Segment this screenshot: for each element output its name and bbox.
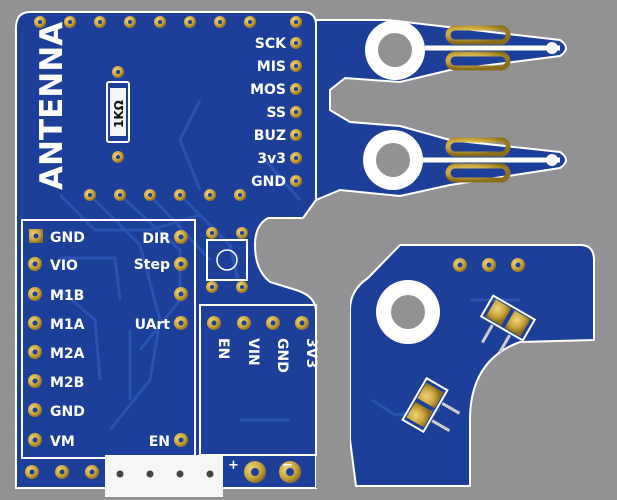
- driver-right-labels: DIR Step UArt EN: [134, 231, 171, 450]
- power-plus-label: +: [228, 458, 239, 473]
- driver-pin-label-m2b: M2B: [50, 375, 84, 391]
- driver-pin-label-dir: DIR: [142, 231, 170, 247]
- white-connector-block: [105, 455, 223, 497]
- driver-right-pins: [174, 230, 188, 447]
- driver-pin-label-m1b: M1B: [50, 288, 84, 304]
- pin-label-ss: SS: [266, 105, 286, 121]
- driver-pin-label-uart: UArt: [135, 317, 171, 333]
- bottom-header-pins-top-board: [84, 189, 246, 201]
- driver-pin-label-m1a: M1A: [50, 317, 85, 333]
- right-board-mounting-hole: [376, 280, 440, 344]
- top-board-right-pins: [290, 37, 302, 187]
- regulator-pin-label-3v3: 3V3: [303, 338, 319, 368]
- driver-left-pins: [28, 229, 43, 447]
- pushbutton-footprint: [206, 227, 248, 293]
- pin-label-mis: MIS: [257, 59, 286, 75]
- power-connector: + −: [228, 458, 301, 483]
- top-board-pin-labels: SCK MIS MOS SS BUZ 3v3 GND: [250, 36, 287, 190]
- bottom-header-pins: [25, 465, 99, 479]
- pin-label-3v3: 3v3: [257, 151, 286, 167]
- driver-left-labels: GND VIO M1B M1A M2A M2B GND VM: [50, 230, 85, 450]
- driver-pin-label-en: EN: [149, 434, 170, 450]
- regulator-labels: EN VIN GND 3V3: [215, 338, 319, 373]
- regulator-pin-label-en: EN: [215, 338, 231, 359]
- driver-pin-label-vio: VIO: [50, 258, 78, 274]
- antenna-label: ANTENNA: [34, 22, 70, 190]
- pin-label-sck: SCK: [255, 36, 287, 52]
- regulator-pin-label-gnd: GND: [274, 338, 290, 373]
- regulator-pin-label-vin: VIN: [245, 338, 261, 366]
- smd-component-upper: [479, 294, 537, 354]
- driver-pin-label-gnd: GND: [50, 230, 85, 246]
- resistor-label-text: 1KΩ: [112, 100, 126, 128]
- power-minus-label: −: [282, 458, 293, 473]
- driver-pin-label-m2a: M2A: [50, 346, 85, 362]
- top-header-pins: [34, 16, 302, 28]
- pin-label-buz: BUZ: [254, 128, 286, 144]
- right-board-header: [453, 258, 525, 272]
- pin-label-mos: MOS: [250, 82, 286, 98]
- smd-component-lower: [401, 376, 461, 434]
- lower-mounting-hole: [363, 130, 560, 190]
- upper-mounting-hole: [365, 20, 560, 80]
- traces: [58, 99, 520, 431]
- driver-pin-label-vm: VM: [50, 434, 75, 450]
- pin-label-gnd: GND: [251, 174, 286, 190]
- driver-pin-label-gnd2: GND: [50, 404, 85, 420]
- connector-pins: [116, 470, 214, 478]
- regulator-pins: [207, 316, 309, 330]
- driver-pin-label-step: Step: [134, 257, 170, 273]
- upper-slot-pads: [445, 25, 511, 183]
- right-board-outline: [349, 244, 595, 487]
